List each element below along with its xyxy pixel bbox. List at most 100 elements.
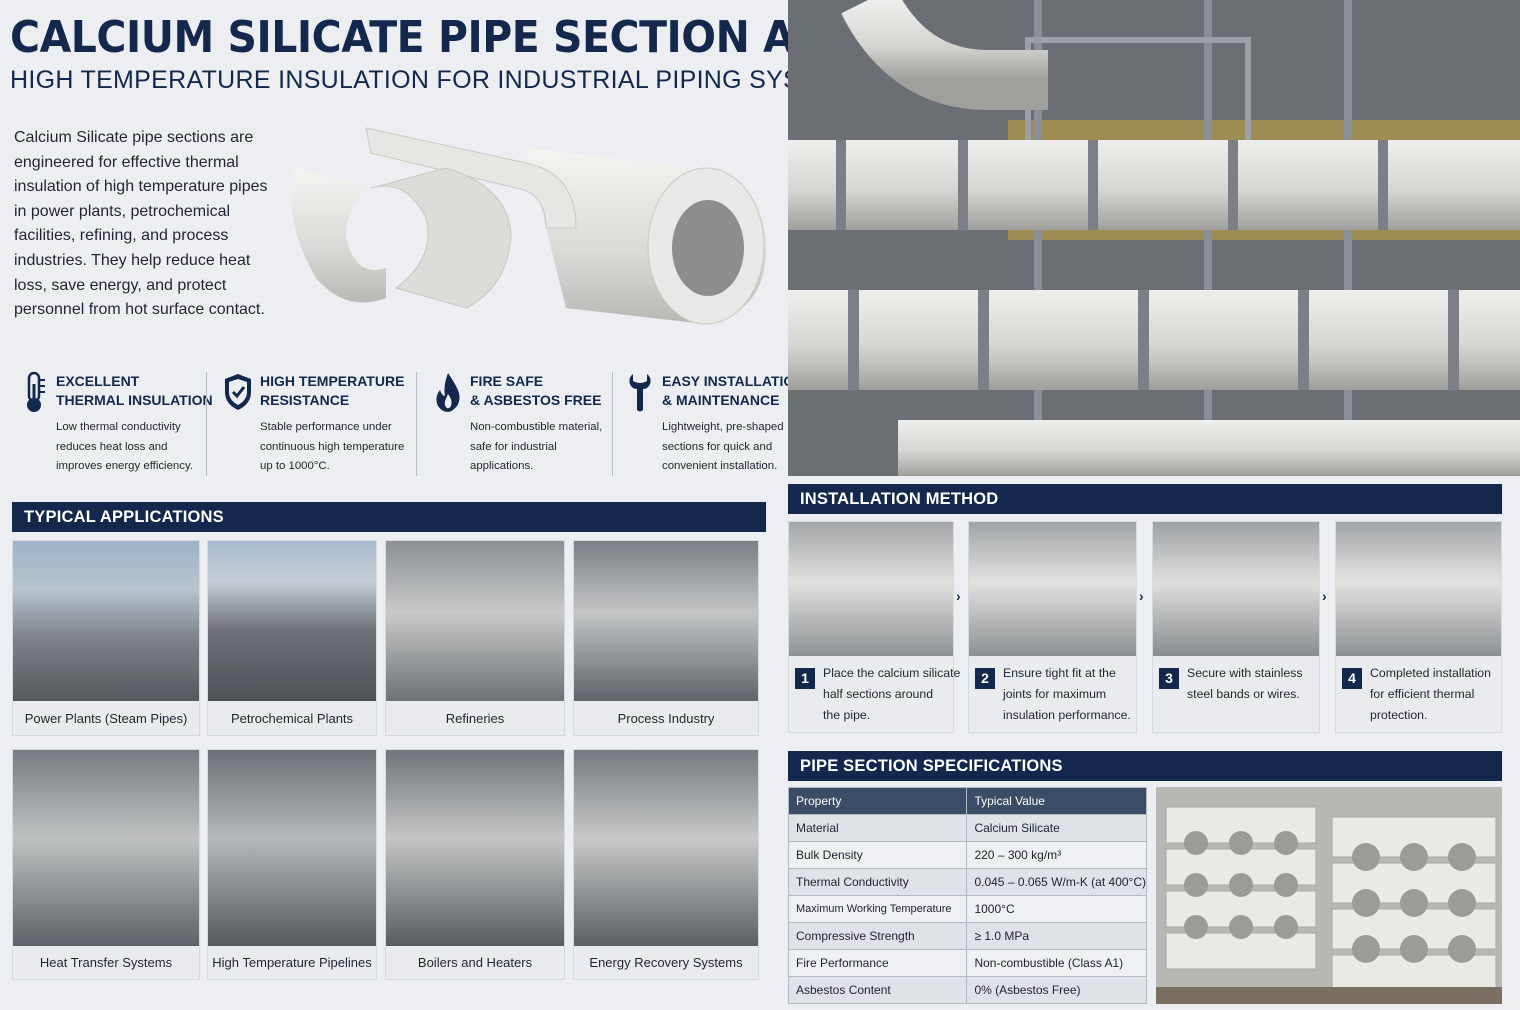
application-label: Refineries bbox=[445, 711, 505, 726]
specs-heading: PIPE SECTION SPECIFICATIONS bbox=[788, 751, 1502, 781]
feature-title: HIGH TEMPERATURE bbox=[260, 373, 405, 389]
application-label: Energy Recovery Systems bbox=[589, 955, 743, 970]
step-text: Completed installation bbox=[1370, 666, 1491, 680]
step-number: 2 bbox=[975, 668, 995, 689]
application-photo bbox=[208, 541, 376, 701]
feature-title: EXCELLENT bbox=[56, 373, 140, 389]
application-label: Heat Transfer Systems bbox=[39, 955, 173, 970]
feature-title: THERMAL INSULATION bbox=[56, 392, 213, 408]
step-text: joints for maximum bbox=[1003, 687, 1107, 701]
feature-title: & ASBESTOS FREE bbox=[470, 392, 602, 408]
feature-desc: Lightweight, pre-shaped bbox=[662, 421, 784, 433]
divider bbox=[206, 372, 207, 476]
spec-value: 1000°C bbox=[966, 895, 1147, 923]
step-text: insulation performance. bbox=[1003, 708, 1131, 722]
application-label: Process Industry bbox=[617, 711, 715, 726]
application-label: High Temperature Pipelines bbox=[212, 955, 372, 970]
step-text: for efficient thermal bbox=[1370, 687, 1475, 701]
thermometer-icon bbox=[27, 371, 45, 412]
page-subtitle: HIGH TEMPERATURE INSULATION FOR INDUSTRI… bbox=[10, 66, 871, 94]
step-number: 3 bbox=[1159, 668, 1179, 689]
application-photo bbox=[386, 750, 564, 946]
step-photo bbox=[1336, 522, 1501, 656]
divider bbox=[612, 372, 613, 476]
application-tile: Power Plants (Steam Pipes) bbox=[12, 540, 200, 736]
step-text: half sections around bbox=[823, 687, 934, 701]
feature-installation: EASY INSTALLATION& MAINTENANCE Lightweig… bbox=[624, 368, 804, 478]
chevron-right-icon: › bbox=[1322, 588, 1327, 604]
feature-desc: safe for industrial bbox=[470, 440, 557, 453]
step-text: steel bands or wires. bbox=[1187, 687, 1300, 701]
application-tile: High Temperature Pipelines bbox=[207, 749, 377, 980]
application-photo bbox=[13, 541, 199, 701]
feature-desc: reduces heat loss and bbox=[56, 440, 168, 453]
installation-heading: INSTALLATION METHOD bbox=[788, 484, 1502, 514]
feature-thermal: EXCELLENT THERMAL INSULATION Low thermal … bbox=[18, 368, 213, 478]
feature-desc: continuous high temperature bbox=[260, 440, 405, 453]
chevron-right-icon: › bbox=[956, 588, 961, 604]
column-header: Typical Value bbox=[966, 787, 1147, 815]
step-text: the pipe. bbox=[823, 708, 871, 722]
feature-desc: applications. bbox=[470, 460, 534, 472]
feature-desc: Low thermal conductivity bbox=[56, 421, 181, 433]
wrench-icon bbox=[629, 374, 651, 412]
application-photo bbox=[574, 541, 758, 701]
flame-icon bbox=[436, 373, 460, 412]
applications-heading: TYPICAL APPLICATIONS bbox=[12, 502, 766, 532]
feature-desc: Non-combustible material, bbox=[470, 421, 603, 433]
spec-property: Bulk Density bbox=[787, 841, 968, 869]
table-row: Compressive Strength≥ 1.0 MPa bbox=[787, 922, 1147, 950]
step-photo bbox=[969, 522, 1136, 656]
intro-paragraph: Calcium Silicate pipe sections are engin… bbox=[14, 129, 268, 319]
application-label: Petrochemical Plants bbox=[230, 711, 354, 726]
spec-property: Thermal Conductivity bbox=[787, 868, 968, 896]
step-text: Place the calcium silicate bbox=[823, 666, 961, 680]
spec-property: Maximum Working Temperature bbox=[787, 895, 968, 923]
application-tile: Petrochemical Plants bbox=[207, 540, 377, 736]
chevron-right-icon: › bbox=[1139, 588, 1144, 604]
table-header-row: Property Typical Value bbox=[787, 787, 1147, 815]
installation-step: 1 Place the calcium silicate half section… bbox=[788, 521, 960, 733]
step-number: 1 bbox=[795, 668, 815, 689]
spec-value: Non-combustible (Class A1) bbox=[966, 949, 1147, 977]
column-header: Property bbox=[787, 787, 968, 815]
stacked-sections-photo bbox=[1156, 787, 1502, 1004]
application-tile: Refineries bbox=[385, 540, 565, 736]
application-tile: Process Industry bbox=[573, 540, 759, 736]
application-photo bbox=[13, 750, 199, 946]
feature-title: FIRE SAFE bbox=[470, 373, 544, 389]
feature-title: & MAINTENANCE bbox=[662, 392, 780, 408]
spec-property: Asbestos Content bbox=[787, 976, 968, 1004]
feature-desc: up to 1000°C. bbox=[260, 460, 330, 472]
spec-value: 0% (Asbestos Free) bbox=[966, 976, 1147, 1004]
installation-step: 2 Ensure tight fit at the joints for maxi… bbox=[968, 521, 1137, 733]
divider bbox=[416, 372, 417, 476]
application-photo bbox=[386, 541, 564, 701]
spec-property: Material bbox=[787, 814, 968, 842]
spec-value: Calcium Silicate bbox=[966, 814, 1147, 842]
application-label: Power Plants (Steam Pipes) bbox=[24, 711, 188, 726]
spec-property: Compressive Strength bbox=[787, 922, 968, 950]
step-text: Ensure tight fit at the bbox=[1003, 666, 1116, 680]
spec-value: 0.045 – 0.065 W/m-K (at 400°C) bbox=[966, 868, 1147, 896]
feature-desc: improves energy efficiency. bbox=[56, 460, 193, 472]
application-photo bbox=[574, 750, 758, 946]
step-photo bbox=[789, 522, 953, 656]
spec-property: Fire Performance bbox=[787, 949, 968, 977]
step-photo bbox=[1153, 522, 1319, 656]
feature-desc: convenient installation. bbox=[662, 460, 778, 472]
application-label: Boilers and Heaters bbox=[417, 955, 533, 970]
application-photo bbox=[208, 750, 376, 946]
step-text: protection. bbox=[1370, 708, 1428, 722]
application-tile: Boilers and Heaters bbox=[385, 749, 565, 980]
feature-desc: sections for quick and bbox=[662, 440, 773, 453]
